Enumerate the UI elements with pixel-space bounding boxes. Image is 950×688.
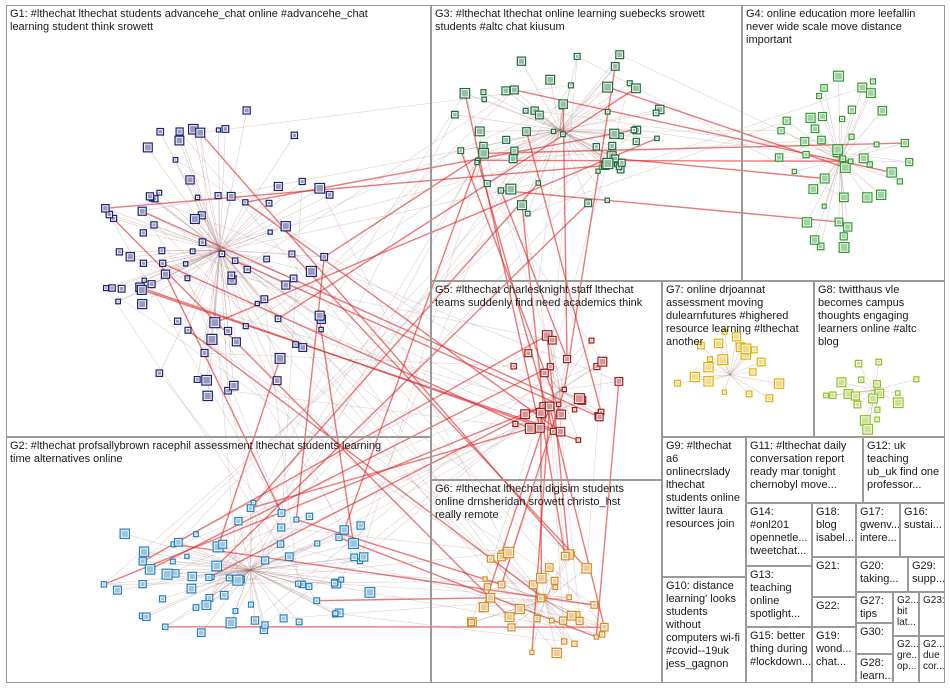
group-g14-label: G14: #onl201 opennetle... tweetchat...	[750, 506, 808, 558]
group-g3-box[interactable]: G3: #lthechat lthechat online learning s…	[431, 5, 742, 281]
group-g2a-box[interactable]: G2... bit lat...	[893, 592, 919, 636]
group-g29-box[interactable]: G28: learn...	[856, 654, 893, 683]
group-g6-label: G6: #lthechat lthechat digisim students …	[435, 483, 658, 522]
group-g12-box[interactable]: G12: uk teaching ub_uk find one professo…	[863, 437, 945, 503]
group-g11-label: G11: #lthechat daily conversation report…	[750, 440, 859, 492]
group-g27-box[interactable]: G27: tips	[856, 592, 893, 623]
group-g4-box[interactable]: G4: online education more leefallin neve…	[742, 5, 945, 281]
group-g17-box[interactable]: G17: gwenv... intere...	[856, 503, 900, 557]
group-g10-box[interactable]: G10: distance learning' looks students w…	[662, 577, 746, 683]
group-g15-label: G15: better thing during #lockdown...	[750, 630, 808, 669]
group-g15-box[interactable]: G15: better thing during #lockdown...	[746, 627, 812, 683]
group-g30-box[interactable]: G30:	[856, 623, 893, 654]
group-g19-label: G19: wond... chat...	[816, 630, 852, 669]
group-g21-box[interactable]: G21:	[812, 557, 856, 597]
group-g13-box[interactable]: G13: teaching online spotlight...	[746, 566, 812, 627]
group-g28-label: G29: supp...	[912, 560, 941, 586]
group-g11-box[interactable]: G11: #lthechat daily conversation report…	[746, 437, 863, 503]
group-g5-label: G5: #lthechat charlesknight staff lthech…	[435, 284, 658, 310]
group-g16-box[interactable]: G16: sustai...	[900, 503, 945, 557]
group-g16-label: G16: sustai...	[904, 506, 941, 532]
group-g14-box[interactable]: G14: #onl201 opennetle... tweetchat...	[746, 503, 812, 566]
group-g22-box[interactable]: G22:	[812, 597, 856, 627]
group-g27-label: G27: tips	[860, 595, 889, 621]
group-g12-label: G12: uk teaching ub_uk find one professo…	[867, 440, 941, 492]
group-g7-label: G7: online drjoannat assessment moving d…	[666, 284, 810, 349]
group-g1-label: G1: #lthechat lthechat students advanceh…	[10, 8, 427, 34]
group-g13-label: G13: teaching online spotlight...	[750, 569, 808, 621]
group-g3-label: G3: #lthechat lthechat online learning s…	[435, 8, 738, 34]
group-g8-box[interactable]: G8: twitthaus vle becomes campus thought…	[814, 281, 945, 437]
group-g22-label: G22:	[816, 600, 852, 613]
group-g18-label: G18: blog isabel...	[816, 506, 852, 545]
group-g2-label: G2: #lthechat profsallybrown racephil as…	[10, 440, 427, 466]
group-g4-label: G4: online education more leefallin neve…	[746, 8, 941, 47]
group-g6-box[interactable]: G6: #lthechat lthechat digisim students …	[431, 480, 662, 683]
group-g1-box[interactable]: G1: #lthechat lthechat students advanceh…	[6, 5, 431, 437]
group-g18-box[interactable]: G18: blog isabel...	[812, 503, 856, 557]
group-g2b-label: G2... gre... op...	[897, 639, 915, 672]
group-g21-label: G21:	[816, 560, 852, 573]
group-g5-box[interactable]: G5: #lthechat charlesknight staff lthech…	[431, 281, 662, 480]
group-g29-label: G28: learn...	[860, 657, 889, 683]
group-g23-label: G23:	[923, 595, 941, 606]
group-g2a-label: G2... bit lat...	[897, 595, 915, 628]
group-g19-box[interactable]: G19: wond... chat...	[812, 627, 856, 683]
group-g28-box[interactable]: G29: supp...	[908, 557, 945, 592]
group-g23-box[interactable]: G23:	[919, 592, 945, 636]
group-g9-box[interactable]: G9: #lthechat a6 onlinecrslady lthechat …	[662, 437, 746, 577]
group-g2c-box[interactable]: G2... due cor...	[919, 636, 945, 683]
group-g2b-box[interactable]: G2... gre... op...	[893, 636, 919, 683]
group-g2-box[interactable]: G2: #lthechat profsallybrown racephil as…	[6, 437, 431, 683]
group-g10-label: G10: distance learning' looks students w…	[666, 580, 742, 671]
group-g30-label: G30:	[860, 626, 889, 639]
group-g20-box[interactable]: G20: taking...	[856, 557, 908, 592]
group-g20-label: G20: taking...	[860, 560, 904, 586]
group-g17-label: G17: gwenv... intere...	[860, 506, 896, 545]
group-g8-label: G8: twitthaus vle becomes campus thought…	[818, 284, 941, 349]
group-g9-label: G9: #lthechat a6 onlinecrslady lthechat …	[666, 440, 742, 531]
group-g7-box[interactable]: G7: online drjoannat assessment moving d…	[662, 281, 814, 437]
group-g2c-label: G2... due cor...	[923, 639, 941, 672]
